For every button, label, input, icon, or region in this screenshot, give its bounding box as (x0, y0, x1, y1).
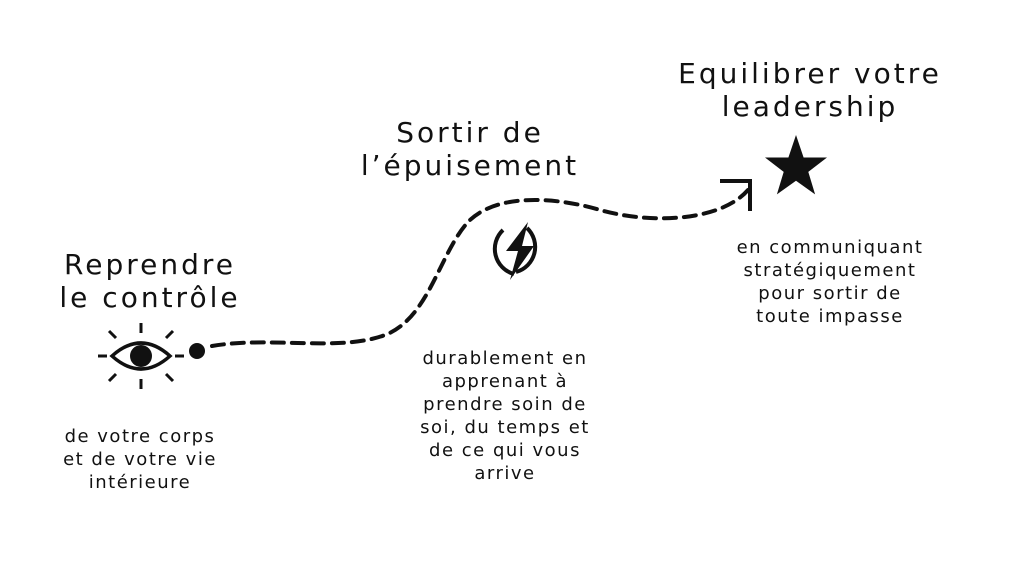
stage-1-description: de votre corps et de votre vie intérieur… (40, 425, 240, 494)
stage-2-title-line: l’épuisement (360, 149, 580, 182)
stage-2-desc-line: apprenant à (441, 371, 569, 392)
stage-2-desc-line: arrive (474, 463, 536, 484)
stage-3-desc-line: toute impasse (756, 306, 904, 327)
stage-3-title-line: Equilibrer votre (678, 57, 942, 90)
path-arrowhead (720, 179, 752, 211)
stage-2-desc-line: durablement en (422, 348, 588, 369)
stage-1-desc-line: de votre corps (64, 426, 216, 447)
stage-2-desc-line: prendre soin de (423, 394, 587, 415)
stage-3-description: en communiquant stratégiquement pour sor… (700, 236, 960, 328)
stage-2-title: Sortir de l’épuisement (340, 116, 600, 182)
stage-3-title-line: leadership (721, 90, 899, 123)
stage-1-title: Reprendre le contrôle (40, 248, 260, 314)
stage-3-desc-line: pour sortir de (758, 283, 902, 304)
stage-1-desc-line: et de votre vie (63, 449, 217, 470)
stage-1-title-line: Reprendre (64, 248, 236, 281)
stage-3-desc-line: stratégiquement (743, 260, 917, 281)
stage-2-desc-line: de ce qui vous (429, 440, 581, 461)
stage-2-title-line: Sortir de (396, 116, 544, 149)
stage-1-title-line: le contrôle (59, 281, 241, 314)
path-start-dot (189, 343, 205, 359)
lightning-icon (492, 222, 538, 280)
star-icon (765, 135, 827, 195)
stage-2-description: durablement en apprenant à prendre soin … (390, 347, 620, 485)
eye-icon (98, 323, 184, 389)
journey-path (210, 188, 750, 348)
stage-3-desc-line: en communiquant (736, 237, 924, 258)
stage-2-desc-line: soi, du temps et (420, 417, 590, 438)
stage-3-title: Equilibrer votre leadership (650, 57, 970, 123)
stage-1-desc-line: intérieure (88, 472, 192, 493)
